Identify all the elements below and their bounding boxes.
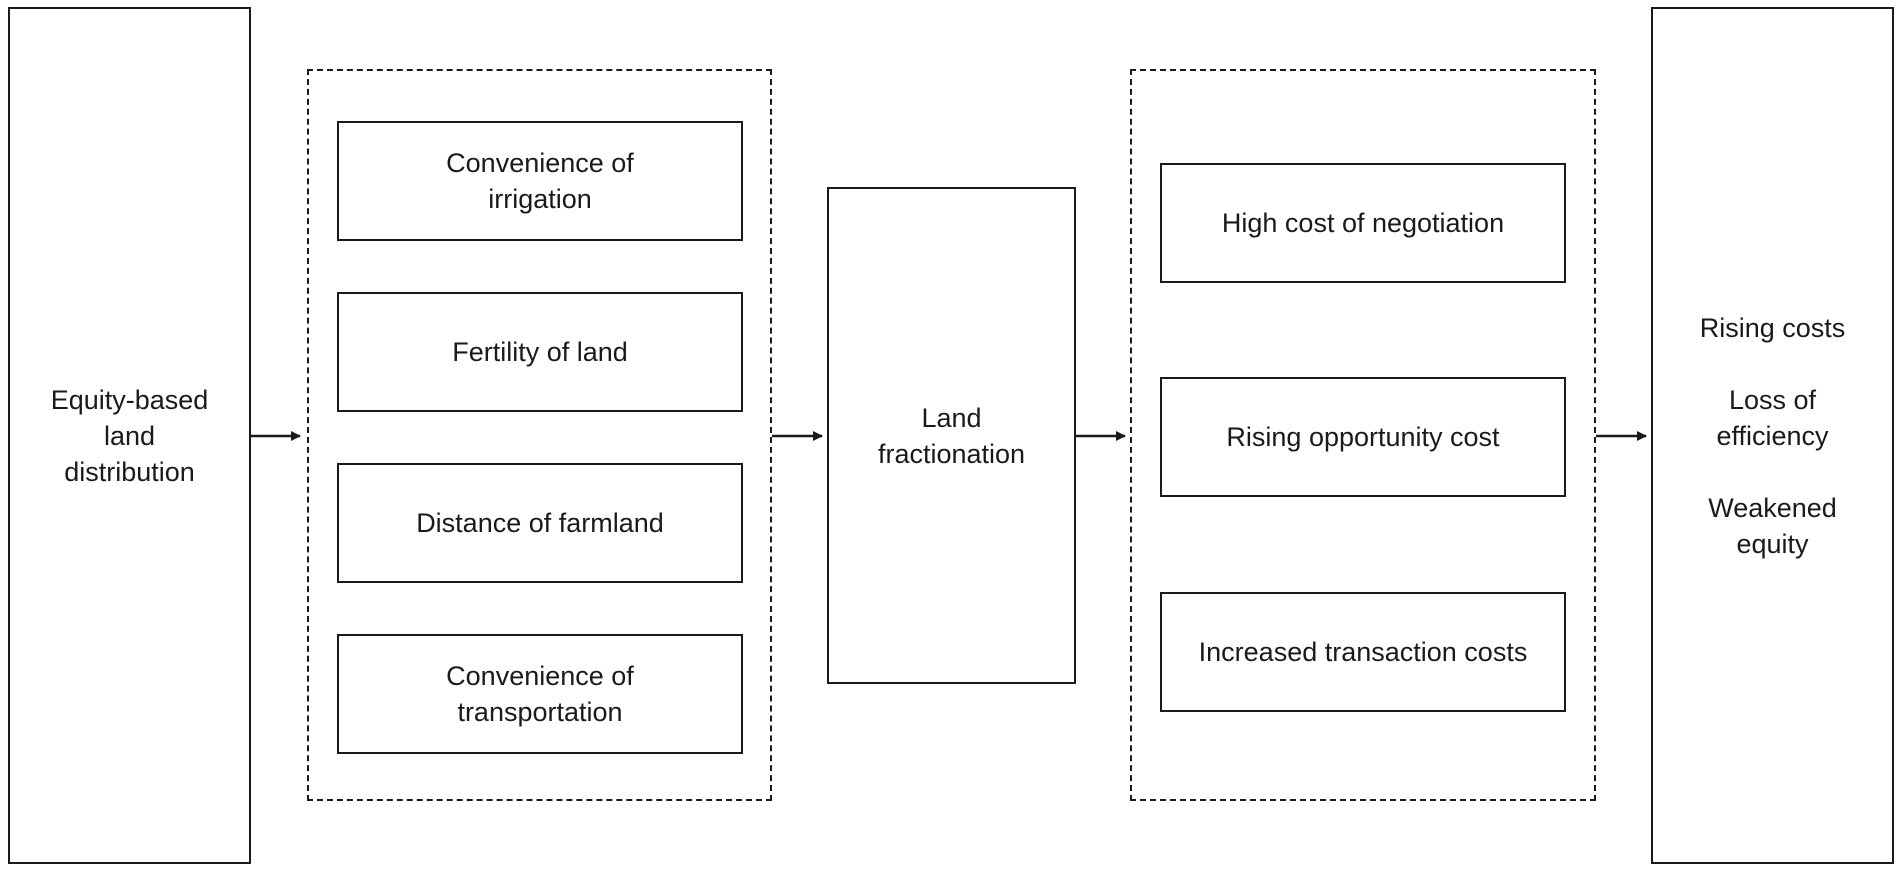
outcome-weakened-equity-line-1: Weakened xyxy=(1708,492,1837,523)
source-label-line-3: distribution xyxy=(64,456,195,487)
factor-transportation-line-1: Convenience of xyxy=(446,661,634,691)
outcome-loss-of-efficiency: Loss of efficiency xyxy=(1716,382,1828,454)
effect-negotiation-line-1: High cost of negotiation xyxy=(1221,208,1505,238)
effect-transaction-line-1: Increased transaction costs xyxy=(1198,637,1528,667)
factor-fertility-line-1: Fertility of land xyxy=(452,337,628,367)
outcome-rising-costs: Rising costs xyxy=(1700,310,1846,346)
factor-irrigation-box: Convenience of irrigation xyxy=(337,121,743,241)
effect-transaction-box: Increased transaction costs xyxy=(1160,592,1566,712)
factor-distance-box: Distance of farmland xyxy=(337,463,743,583)
source-label-line-1: Equity-based xyxy=(50,384,209,415)
effect-opportunity-line-1: Rising opportunity cost xyxy=(1226,422,1500,452)
factor-transportation-line-2: transportation xyxy=(457,697,623,727)
factor-distance-line-1: Distance of farmland xyxy=(416,508,664,538)
outcome-weakened-equity: Weakened equity xyxy=(1708,490,1837,562)
factor-fertility-box: Fertility of land xyxy=(337,292,743,412)
effects-group xyxy=(1130,69,1596,801)
outcome-loss-of-efficiency-line-1: Loss of xyxy=(1728,384,1817,415)
factor-irrigation-line-1: Convenience of xyxy=(446,148,634,178)
outcome-loss-of-efficiency-line-2: efficiency xyxy=(1716,420,1829,451)
outcomes-box: Rising costs Loss of efficiency Weakened… xyxy=(1651,7,1894,864)
factor-transportation-box: Convenience of transportation xyxy=(337,634,743,754)
source-label-line-2: land xyxy=(103,420,156,451)
factor-irrigation-line-2: irrigation xyxy=(488,184,592,214)
effect-opportunity-box: Rising opportunity cost xyxy=(1160,377,1566,497)
effect-negotiation-box: High cost of negotiation xyxy=(1160,163,1566,283)
land-fractionation-box: Land fractionation xyxy=(827,187,1076,684)
middle-label-line-2: fractionation xyxy=(877,438,1026,469)
middle-label-line-1: Land xyxy=(921,402,982,433)
factors-group xyxy=(307,69,772,801)
equity-based-land-distribution-box: Equity-based land distribution xyxy=(8,7,251,864)
outcome-weakened-equity-line-2: equity xyxy=(1736,528,1809,559)
outcome-rising-costs-line-1: Rising costs xyxy=(1699,312,1846,343)
